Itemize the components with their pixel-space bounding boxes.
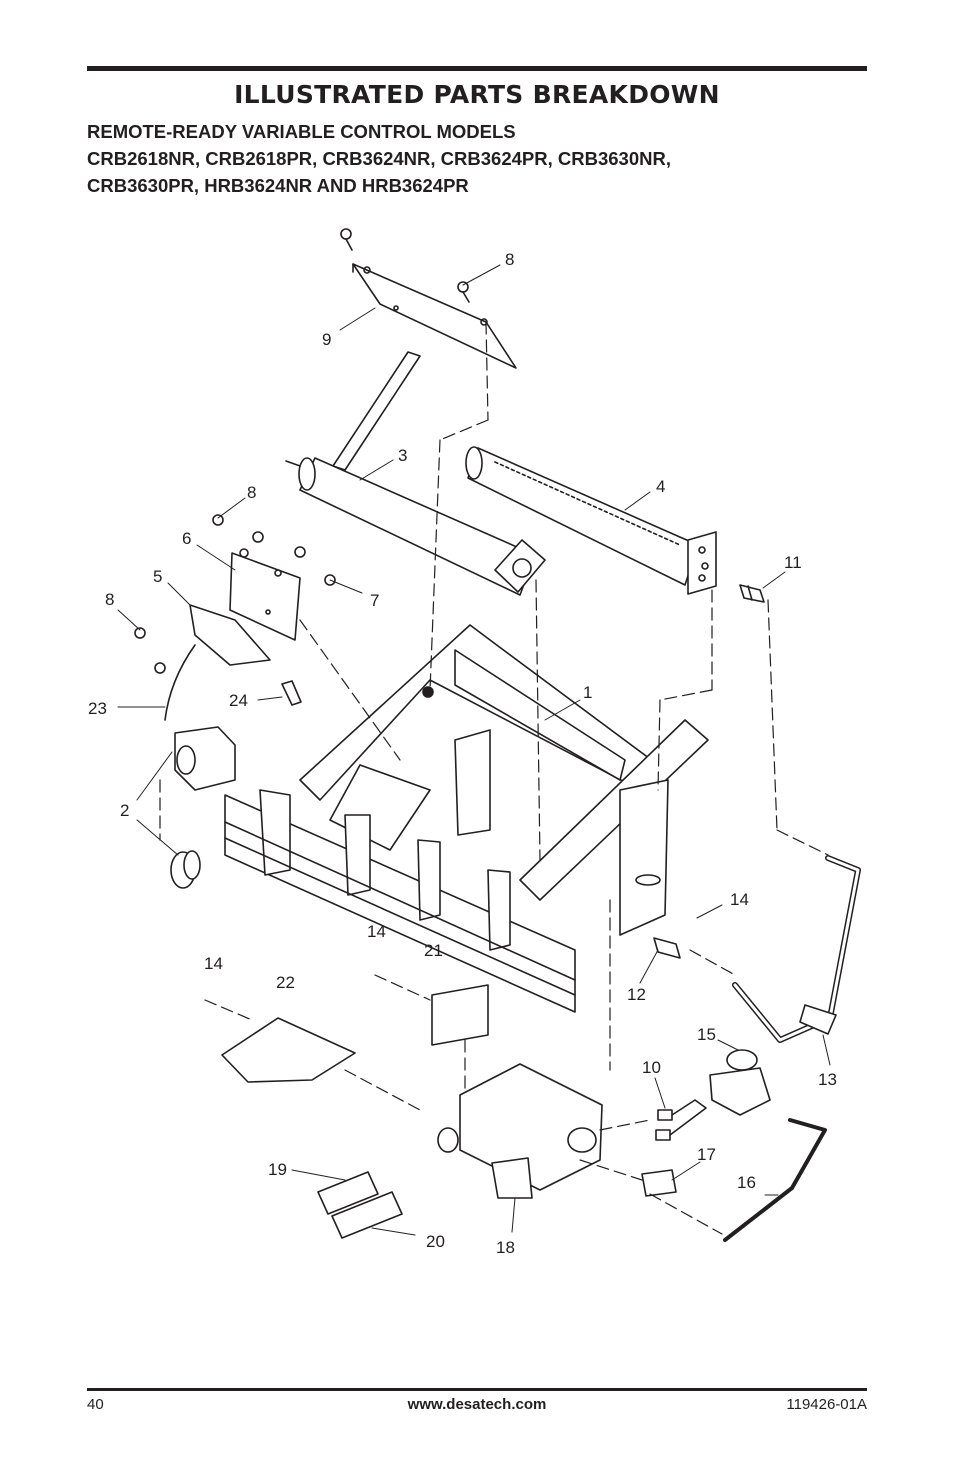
- part-regulator: [170, 726, 236, 889]
- callout-8-bracket: 8: [247, 483, 256, 502]
- callout-22: 22: [276, 973, 295, 992]
- part-tube-16: [723, 1118, 827, 1242]
- part-burner-tube: [285, 351, 546, 596]
- callout-17: 17: [697, 1145, 716, 1164]
- website-link[interactable]: www.desatech.com: [407, 1396, 547, 1413]
- callout-5: 5: [153, 567, 162, 586]
- leader-lines: [117, 264, 831, 1236]
- callout-14-right: 14: [730, 890, 749, 909]
- callout-10: 10: [642, 1058, 661, 1077]
- callout-1: 1: [583, 683, 592, 702]
- part-chassis-frame: [299, 624, 709, 936]
- callout-21: 21: [424, 941, 443, 960]
- part-screws-top: [340, 228, 470, 303]
- subtitle-line-2: CRB2618NR, CRB2618PR, CRB3624NR, CRB3624…: [87, 148, 671, 169]
- callout-13: 13: [818, 1070, 837, 1089]
- callout-19: 19: [268, 1160, 287, 1179]
- assembly-lines: [159, 321, 829, 1235]
- document-number: 119426-01A: [786, 1396, 867, 1413]
- subtitle-line-1: REMOTE-READY VARIABLE CONTROL MODELS: [87, 121, 516, 142]
- part-burner-manifold: [224, 789, 576, 1013]
- callout-20: 20: [426, 1232, 445, 1251]
- bottom-rule: [87, 1388, 867, 1391]
- callout-16: 16: [737, 1173, 756, 1192]
- callout-3: 3: [398, 446, 407, 465]
- callout-4: 4: [656, 477, 665, 496]
- top-rule: [87, 66, 867, 71]
- part-fittings-19-20: [317, 1171, 403, 1239]
- page-number: 40: [87, 1396, 104, 1413]
- callout-7: 7: [370, 591, 379, 610]
- part-fitting-12: [653, 937, 681, 959]
- callout-14-left: 14: [204, 954, 223, 973]
- callout-15: 15: [697, 1025, 716, 1044]
- part-pilot-assembly: [134, 604, 302, 721]
- callout-9: 9: [322, 330, 331, 349]
- callout-11: 11: [784, 553, 802, 572]
- callout-24: 24: [229, 691, 248, 710]
- part-cover-plate: [352, 263, 517, 369]
- part-fitting-17: [641, 1169, 677, 1197]
- part-wire-10: [655, 1099, 707, 1141]
- callout-14-middle: 14: [367, 922, 386, 941]
- part-gas-valve: [437, 1063, 603, 1199]
- page-title: ILLUSTRATED PARTS BREAKDOWN: [234, 80, 720, 109]
- part-bracket-21: [431, 984, 489, 1046]
- part-gas-line: [732, 855, 861, 1043]
- subtitle-line-3: CRB3630PR, HRB3624NR AND HRB3624PR: [87, 175, 469, 196]
- part-fitting-11: [739, 584, 765, 603]
- callout-8-top: 8: [505, 250, 514, 269]
- callout-23: 23: [88, 699, 107, 718]
- part-rear-burner: [465, 446, 717, 595]
- part-heat-shield: [221, 1017, 356, 1083]
- callout-12: 12: [627, 985, 646, 1004]
- callout-6: 6: [182, 529, 191, 548]
- callout-18: 18: [496, 1238, 515, 1257]
- callout-2: 2: [120, 801, 129, 820]
- part-pilot-bracket: [212, 514, 336, 641]
- callout-8-left: 8: [105, 590, 114, 609]
- part-gas-regulator: [709, 1049, 771, 1116]
